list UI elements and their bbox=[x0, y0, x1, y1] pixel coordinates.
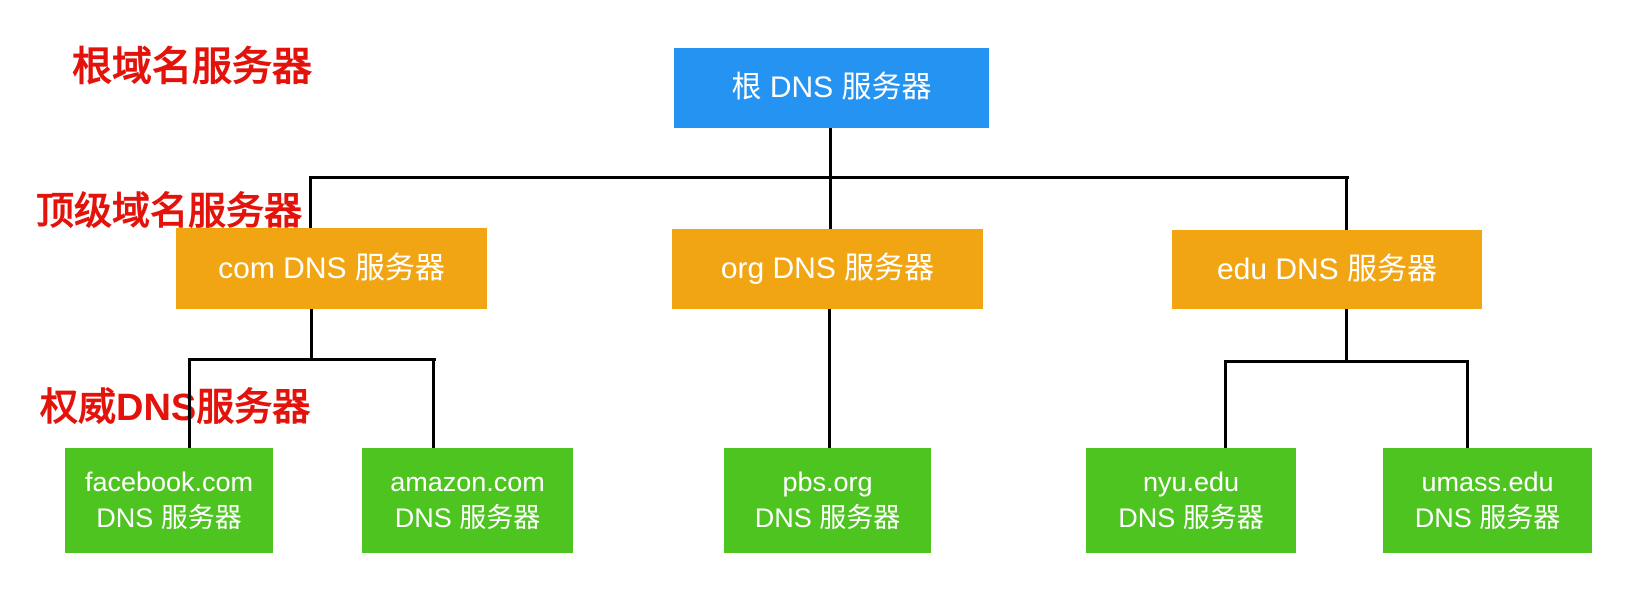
node-umass-suffix: DNS 服务器 bbox=[1414, 502, 1561, 533]
edge-drop-pbs bbox=[828, 309, 831, 448]
node-amazon-domain: amazon.com bbox=[390, 466, 545, 497]
level-label-tld: 顶级域名服务器 bbox=[36, 191, 303, 233]
node-root-dns-server-label: 根 DNS 服务器 bbox=[731, 71, 932, 105]
node-pbs-suffix: DNS 服务器 bbox=[754, 502, 901, 533]
edge-drop-edu bbox=[1345, 176, 1348, 230]
node-com-dns-server: com DNS 服务器 bbox=[176, 228, 487, 309]
node-amazon-suffix: DNS 服务器 bbox=[394, 502, 541, 533]
node-nyu-suffix: DNS 服务器 bbox=[1118, 502, 1264, 533]
node-facebook-domain: facebook.com bbox=[84, 466, 254, 497]
edge-com-down bbox=[310, 309, 313, 361]
edge-edu-split-horizontal bbox=[1224, 360, 1468, 363]
node-pbs-domain: pbs.org bbox=[782, 466, 873, 497]
node-nyu-domain: nyu.edu bbox=[1142, 466, 1240, 497]
node-com-dns-server-label: com DNS 服务器 bbox=[218, 251, 445, 285]
node-edu-dns-server-label: edu DNS 服务器 bbox=[1216, 252, 1438, 286]
node-pbs-dns-server: pbs.org DNS 服务器 bbox=[724, 448, 931, 553]
edge-com-split-horizontal bbox=[188, 358, 436, 361]
node-org-dns-server: org DNS 服务器 bbox=[672, 229, 983, 309]
edge-edu-down bbox=[1345, 309, 1348, 362]
edge-root-down bbox=[829, 128, 832, 177]
node-org-dns-server-label: org DNS 服务器 bbox=[720, 252, 935, 286]
node-amazon-dns-server: amazon.com DNS 服务器 bbox=[362, 448, 573, 553]
node-edu-dns-server: edu DNS 服务器 bbox=[1172, 230, 1482, 309]
node-root-dns-server: 根 DNS 服务器 bbox=[674, 48, 989, 128]
node-umass-domain: umass.edu bbox=[1421, 466, 1554, 497]
edge-drop-facebook bbox=[188, 358, 191, 448]
node-umass-dns-server: umass.edu DNS 服务器 bbox=[1383, 448, 1592, 553]
edge-drop-umass bbox=[1466, 360, 1469, 448]
level-label-root: 根域名服务器 bbox=[72, 45, 312, 89]
level-label-authoritative: 权威DNS服务器 bbox=[40, 387, 311, 429]
edge-drop-nyu bbox=[1224, 360, 1227, 448]
edge-drop-org bbox=[829, 176, 832, 229]
node-facebook-suffix: DNS 服务器 bbox=[96, 502, 242, 533]
node-facebook-dns-server: facebook.com DNS 服务器 bbox=[65, 448, 273, 553]
edge-drop-amazon bbox=[432, 358, 435, 448]
node-nyu-dns-server: nyu.edu DNS 服务器 bbox=[1086, 448, 1296, 553]
edge-drop-com bbox=[309, 176, 312, 228]
